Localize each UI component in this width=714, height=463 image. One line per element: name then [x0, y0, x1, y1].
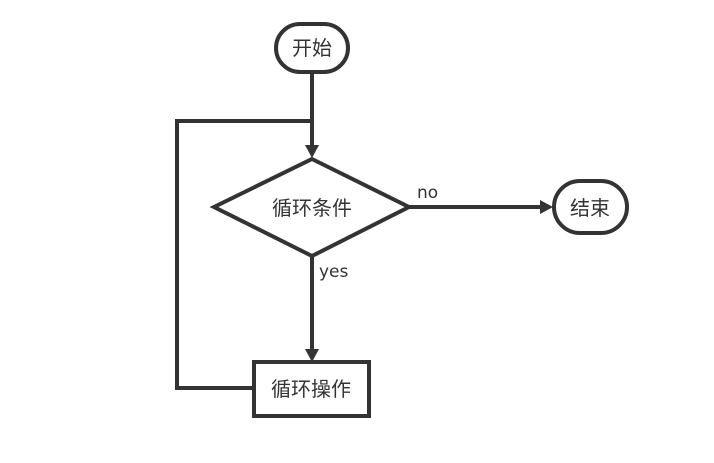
operation-process-shape [252, 360, 371, 418]
node-end: 结束 [552, 179, 629, 235]
start-terminal-shape [274, 22, 350, 74]
arrowhead-into-condition [305, 145, 319, 158]
flow-edges [175, 72, 553, 390]
start-label: 开始 [292, 36, 332, 60]
edge-loop-back [175, 119, 312, 390]
arrowhead-into-operation [305, 349, 319, 362]
end-terminal-shape [552, 179, 629, 235]
arrowhead-into-end [540, 200, 553, 214]
edge-label-no: no [417, 183, 438, 203]
node-start: 开始 [274, 22, 350, 74]
condition-label: 循环条件 [272, 196, 352, 220]
node-operation: 循环操作 [252, 360, 371, 418]
end-label: 结束 [570, 196, 610, 220]
operation-label: 循环操作 [271, 377, 351, 401]
edge-label-yes: yes [319, 262, 349, 282]
condition-decision-shape [209, 156, 414, 259]
node-condition: 循环条件 [209, 156, 414, 259]
